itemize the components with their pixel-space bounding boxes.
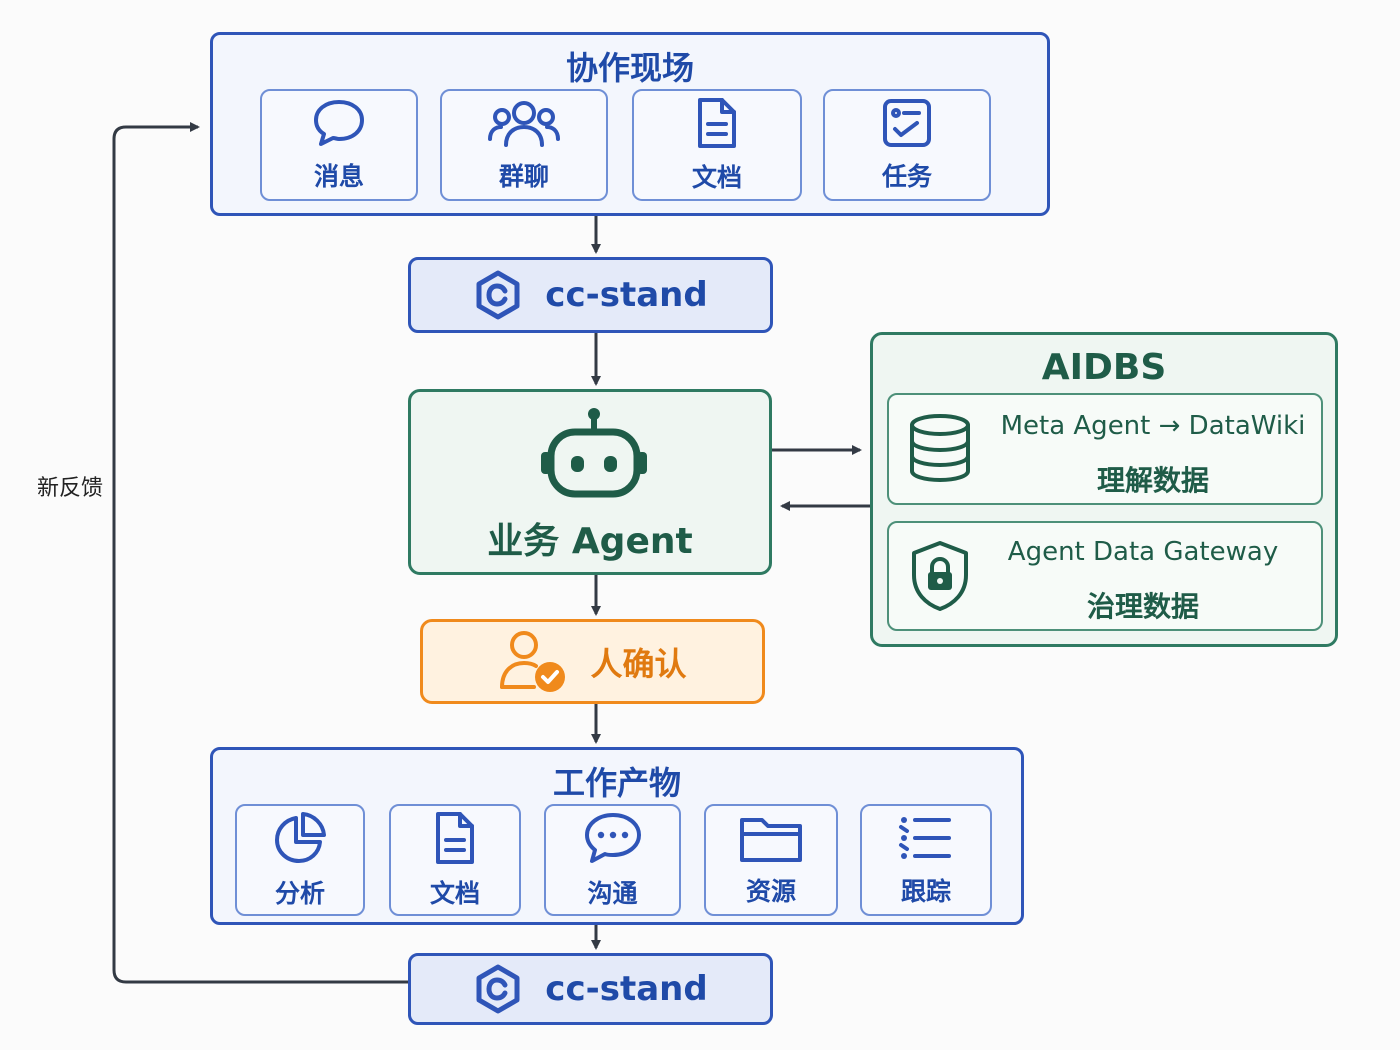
task-checklist-icon: [883, 99, 931, 147]
collab-title: 协作现场: [565, 49, 694, 87]
output-item-analysis[interactable]: 分析: [235, 804, 365, 916]
collab-panel: 协作现场 消息 群聊 文档: [210, 32, 1050, 216]
database-icon: [910, 414, 970, 483]
human-confirm-box[interactable]: 人确认: [420, 619, 765, 704]
feedback-label: 新反馈: [28, 470, 112, 502]
user-check-icon: [500, 630, 566, 692]
aidbs-card-gateway[interactable]: Agent Data Gateway 治理数据: [887, 521, 1323, 631]
aidbs-panel: AIDBS Meta Agent → DataWiki 理解数据 Agent D…: [870, 332, 1338, 647]
output-item-label: 文档: [429, 879, 480, 908]
cc-stand-top[interactable]: cc-stand: [408, 257, 773, 333]
output-panel: 工作产物 分析 文档 沟通: [210, 747, 1024, 925]
chat-dots-icon: [584, 813, 641, 863]
collab-item-group-chat[interactable]: 群聊: [440, 89, 608, 201]
cc-stand-logo-icon: [476, 270, 520, 320]
aidbs-card-meta-agent[interactable]: Meta Agent → DataWiki 理解数据: [887, 393, 1323, 505]
output-item-resources[interactable]: 资源: [704, 804, 838, 916]
output-item-document[interactable]: 文档: [389, 804, 521, 916]
collab-item-label: 文档: [691, 163, 742, 192]
aidbs-card-line2: 理解数据: [1096, 464, 1209, 497]
cc-stand-bottom[interactable]: cc-stand: [408, 953, 773, 1025]
chat-bubble-icon: [314, 100, 364, 146]
agent-box[interactable]: 业务 Agent: [408, 389, 772, 575]
group-users-icon: [488, 101, 560, 147]
output-item-label: 跟踪: [900, 877, 951, 906]
aidbs-card-line2: 治理数据: [1086, 590, 1199, 623]
output-item-label: 沟通: [587, 879, 638, 908]
document-icon: [436, 812, 474, 864]
collab-item-message[interactable]: 消息: [260, 89, 418, 201]
collab-item-label: 消息: [313, 162, 364, 191]
shield-lock-icon: [912, 541, 968, 611]
collab-item-label: 任务: [881, 162, 932, 191]
feedback-loop-arrow: [112, 122, 408, 984]
cc-stand-logo-icon: [476, 964, 520, 1014]
collab-item-label: 群聊: [498, 162, 549, 191]
cc-stand-label: cc-stand: [545, 969, 708, 1009]
collab-item-document[interactable]: 文档: [632, 89, 802, 201]
tracking-list-icon: [899, 817, 951, 859]
aidbs-card-line1: Agent Data Gateway: [1007, 537, 1279, 567]
output-title: 工作产物: [552, 764, 681, 802]
output-item-label: 分析: [274, 879, 325, 908]
output-item-label: 资源: [745, 877, 796, 906]
aidbs-card-line1: Meta Agent → DataWiki: [1000, 411, 1306, 441]
pie-chart-icon: [275, 812, 326, 863]
output-item-tracking[interactable]: 跟踪: [860, 804, 992, 916]
cc-stand-label: cc-stand: [545, 275, 708, 315]
folder-icon: [740, 818, 802, 862]
collab-item-task[interactable]: 任务: [823, 89, 991, 201]
aidbs-title: AIDBS: [1041, 347, 1167, 388]
agent-label: 业务 Agent: [487, 521, 693, 562]
robot-icon: [541, 408, 647, 498]
human-confirm-label: 人确认: [590, 644, 687, 683]
document-icon: [698, 98, 736, 148]
output-item-communication[interactable]: 沟通: [544, 804, 681, 916]
